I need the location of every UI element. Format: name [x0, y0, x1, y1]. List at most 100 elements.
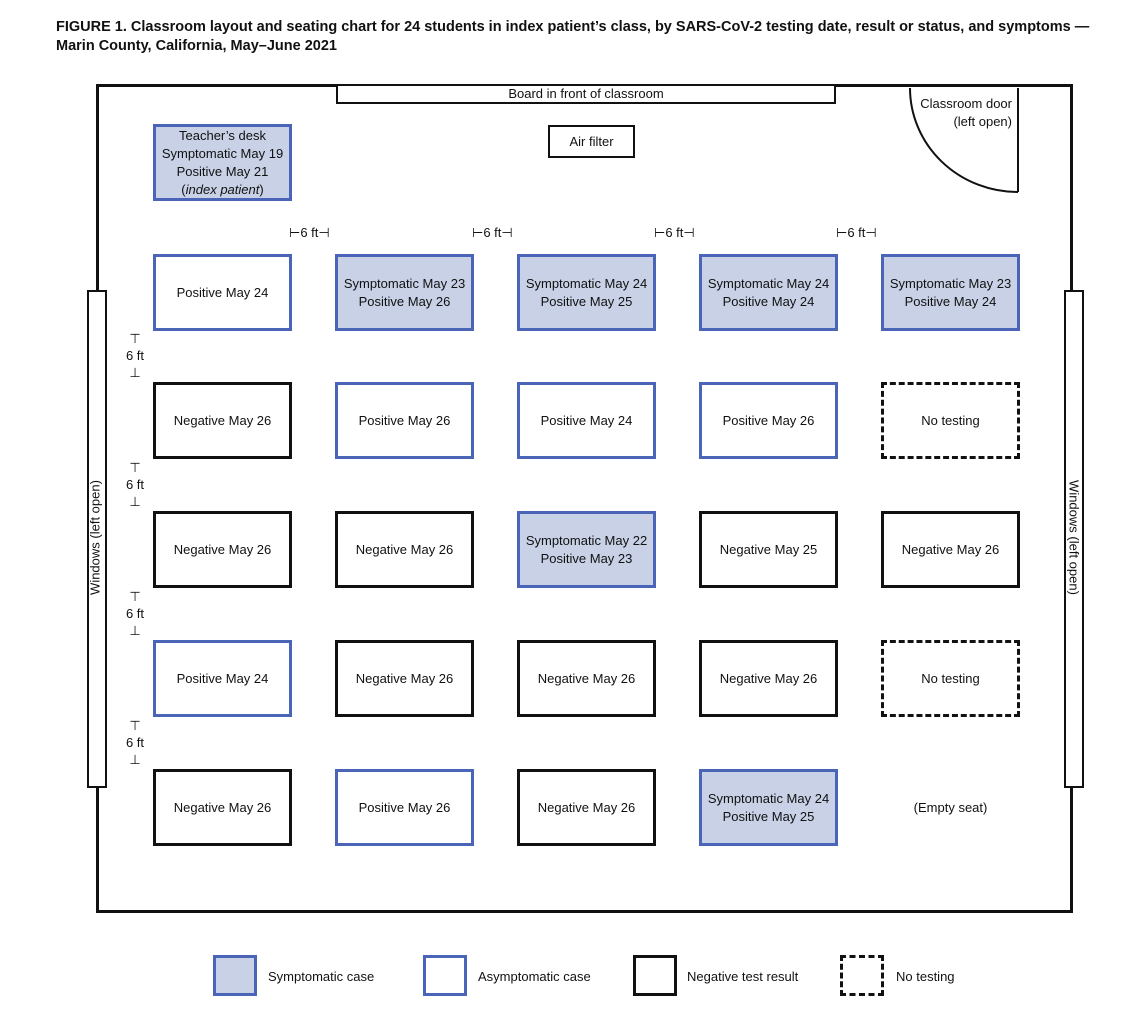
legend-label-asymptomatic: Asymptomatic case [478, 969, 591, 984]
seat-label: Negative May 26 [173, 541, 272, 557]
teacher-desk: Teacher’s desk Symptomatic May 19 Positi… [153, 124, 292, 201]
seat-r3-c1: Negative May 26 [153, 511, 292, 588]
teacher-desk-line: Positive May 21 [176, 163, 269, 179]
seat-label: Negative May 26 [719, 670, 818, 686]
spacing-cap-icon: ⊥ [129, 365, 141, 380]
seat-r2-c4: Positive May 26 [699, 382, 838, 459]
seat-r5-c2: Positive May 26 [335, 769, 474, 846]
window-right-label: Windows (left open) [1066, 480, 1082, 595]
spacing-6ft-horizontal: ⊢6 ft⊣ [472, 225, 513, 240]
seat-label: Positive May 24 [176, 670, 269, 686]
seat-label: Negative May 25 [719, 541, 818, 557]
seat-label: Negative May 26 [173, 799, 272, 815]
spacing-6ft-horizontal: ⊢6 ft⊣ [654, 225, 695, 240]
seat-label: Positive May 24 [176, 284, 269, 300]
seat-r4-c1: Positive May 24 [153, 640, 292, 717]
seat-r3-c3: Symptomatic May 22 Positive May 23 [517, 511, 656, 588]
teacher-desk-line: Symptomatic May 19 [161, 145, 284, 161]
window-left-label: Windows (left open) [87, 480, 103, 595]
seat-label: No testing [921, 412, 980, 428]
legend: Symptomatic case Asymptomatic case Negativ… [0, 955, 1135, 1001]
seat-r5-c5: (Empty seat) [881, 769, 1020, 846]
window-right [1064, 290, 1084, 788]
classroom-door-icon [909, 87, 1019, 193]
seat-label: Positive May 25 [722, 808, 815, 824]
seat-label: Negative May 26 [537, 799, 636, 815]
seat-label: Positive May 26 [358, 412, 451, 428]
legend-swatch-asymptomatic [423, 955, 467, 996]
seat-r1-c4: Symptomatic May 24 Positive May 24 [699, 254, 838, 331]
window-left [87, 290, 107, 788]
spacing-6ft-horizontal: ⊢6 ft⊣ [289, 225, 330, 240]
spacing-label: 6 ft [125, 477, 145, 492]
seat-label: (Empty seat) [913, 799, 988, 815]
legend-swatch-notest [840, 955, 884, 996]
seat-r4-c4: Negative May 26 [699, 640, 838, 717]
seat-label: Positive May 24 [904, 293, 997, 309]
teacher-desk-note-text: index patient [185, 181, 260, 197]
door-label-line: Classroom door [920, 96, 1012, 111]
seat-label: Symptomatic May 22 [525, 532, 648, 548]
seat-r3-c4: Negative May 25 [699, 511, 838, 588]
seat-r3-c2: Negative May 26 [335, 511, 474, 588]
spacing-cap-icon: ⊤ [129, 589, 141, 604]
seat-r1-c1: Positive May 24 [153, 254, 292, 331]
spacing-label: 6 ft [125, 606, 145, 621]
seat-r2-c1: Negative May 26 [153, 382, 292, 459]
spacing-cap-icon: ⊤ [129, 460, 141, 475]
seat-r5-c4: Symptomatic May 24 Positive May 25 [699, 769, 838, 846]
seat-r2-c3: Positive May 24 [517, 382, 656, 459]
spacing-6ft-vertical: ⊤ 6 ft ⊥ [122, 459, 148, 510]
spacing-cap-icon: ⊥ [129, 494, 141, 509]
seat-label: Symptomatic May 24 [707, 790, 830, 806]
legend-label-symptomatic: Symptomatic case [268, 969, 375, 984]
legend-label-notest: No testing [896, 969, 955, 984]
seat-label: Positive May 25 [540, 293, 633, 309]
spacing-label: 6 ft [125, 735, 145, 750]
seat-r2-c2: Positive May 26 [335, 382, 474, 459]
seat-label: Positive May 23 [540, 550, 633, 566]
seat-label: Symptomatic May 23 [343, 275, 466, 291]
spacing-label: 6 ft [125, 348, 145, 363]
seat-label: Negative May 26 [355, 670, 454, 686]
seat-label: Positive May 26 [358, 799, 451, 815]
classroom-door-label: Classroom door (left open) [900, 95, 1012, 131]
seat-r3-c5: Negative May 26 [881, 511, 1020, 588]
seat-r4-c2: Negative May 26 [335, 640, 474, 717]
legend-swatch-symptomatic [213, 955, 257, 996]
seat-r4-c5: No testing [881, 640, 1020, 717]
seat-r2-c5: No testing [881, 382, 1020, 459]
seat-r5-c3: Negative May 26 [517, 769, 656, 846]
seat-label: Negative May 26 [173, 412, 272, 428]
front-board: Board in front of classroom [336, 84, 836, 104]
spacing-6ft-horizontal: ⊢6 ft⊣ [836, 225, 877, 240]
teacher-desk-line: Teacher’s desk [179, 127, 266, 143]
seat-label: Positive May 26 [358, 293, 451, 309]
seat-label: Negative May 26 [355, 541, 454, 557]
seat-r5-c1: Negative May 26 [153, 769, 292, 846]
spacing-cap-icon: ⊥ [129, 752, 141, 767]
seat-label: Symptomatic May 23 [889, 275, 1012, 291]
seat-r1-c2: Symptomatic May 23 Positive May 26 [335, 254, 474, 331]
spacing-6ft-vertical: ⊤6 ft⊥ [122, 717, 148, 768]
door-label-line: (left open) [953, 114, 1012, 129]
seat-label: Symptomatic May 24 [707, 275, 830, 291]
seat-r1-c5: Symptomatic May 23 Positive May 24 [881, 254, 1020, 331]
seat-label: Symptomatic May 24 [525, 275, 648, 291]
figure-title: FIGURE 1. Classroom layout and seating c… [56, 19, 1090, 54]
spacing-cap-icon: ⊥ [129, 623, 141, 638]
seat-label: Negative May 26 [537, 670, 636, 686]
seat-r4-c3: Negative May 26 [517, 640, 656, 717]
seat-label: Positive May 24 [722, 293, 815, 309]
seat-label: Positive May 26 [722, 412, 815, 428]
teacher-desk-note: (index patient) [181, 181, 264, 197]
legend-label-negative: Negative test result [687, 969, 799, 984]
spacing-cap-icon: ⊤ [129, 331, 141, 346]
legend-swatch-negative [633, 955, 677, 996]
seat-r1-c3: Symptomatic May 24 Positive May 25 [517, 254, 656, 331]
seat-label: No testing [921, 670, 980, 686]
seat-label: Positive May 24 [540, 412, 633, 428]
spacing-6ft-vertical: ⊤ 6 ft ⊥ [122, 330, 148, 381]
spacing-6ft-vertical: ⊤ 6 ft ⊥ [122, 588, 148, 639]
seat-label: Negative May 26 [901, 541, 1000, 557]
